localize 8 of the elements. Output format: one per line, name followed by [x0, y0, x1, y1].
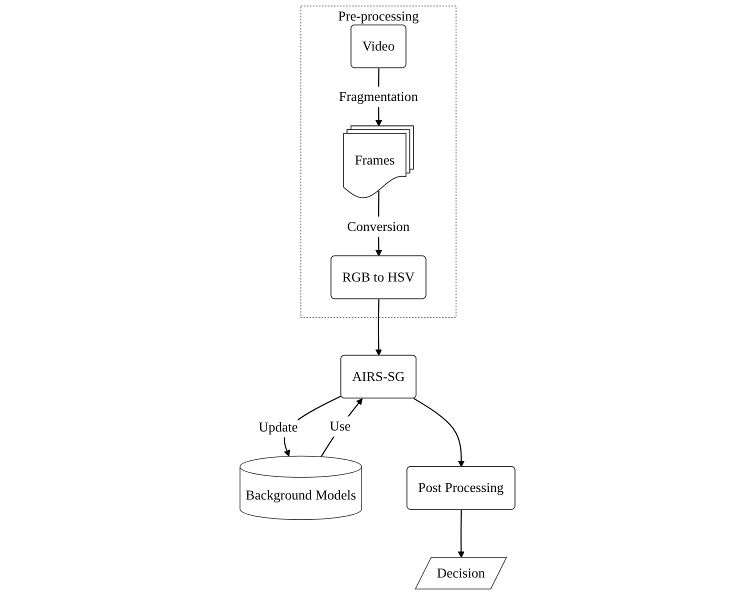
edge-label: Use: [330, 418, 351, 434]
arrow: [320, 398, 363, 458]
arrow: [458, 510, 464, 558]
arrow: [375, 299, 382, 356]
edge-label: Conversion: [347, 218, 410, 234]
edge-label: Update: [258, 419, 298, 434]
edge-label: Fragmentation: [338, 88, 418, 104]
arrow: [413, 398, 465, 468]
